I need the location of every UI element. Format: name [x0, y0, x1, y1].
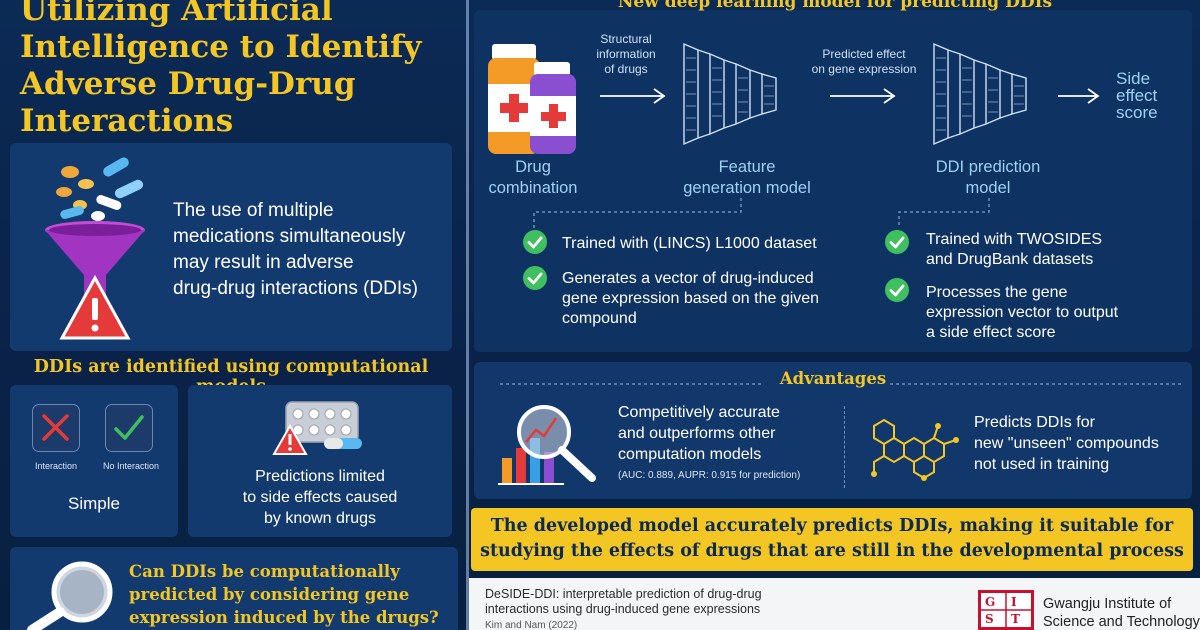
- logo-letter-i: I: [1011, 595, 1017, 609]
- ddi-point-1: Trained with TWOSIDES and DrugBank datas…: [926, 231, 1103, 268]
- no-interaction-label: No Interaction: [102, 461, 160, 471]
- conclusion-text: The developed model accurately predicts …: [480, 516, 1184, 561]
- simple-label: Simple: [68, 494, 120, 513]
- pills-funnel-icon: [45, 157, 145, 340]
- cross-icon: [42, 414, 69, 441]
- arrow-right-icon: [1058, 88, 1100, 104]
- pill-blister-icon: [272, 401, 362, 455]
- magnifier-chart-icon: [498, 405, 596, 485]
- check-icon: [114, 415, 144, 440]
- arrow-right-icon: [830, 88, 896, 104]
- logo-letter-t: T: [1011, 612, 1020, 626]
- main-title: Utilizing Artificial Intelligence to Ide…: [20, 0, 422, 139]
- arrow-right-icon: [600, 88, 666, 104]
- check-icon: [523, 266, 547, 290]
- interaction-label: Interaction: [34, 461, 78, 471]
- ddi-model-label: DDI prediction model: [935, 158, 1041, 197]
- institute-name: Gwangju Institute of Science and Technol…: [1043, 596, 1200, 630]
- question-text: Can DDIs be computationally predicted by…: [129, 562, 439, 627]
- reference-authors: Kim and Nam (2022): [485, 620, 578, 630]
- structural-info-caption: Structural information of drugs: [596, 32, 656, 76]
- advantage-2-text: Predicts DDIs for new "unseen" compounds…: [974, 414, 1159, 473]
- drug-combination-label: Drug combination: [488, 158, 578, 197]
- predicted-effect-caption: Predicted effect on gene expression: [811, 47, 917, 76]
- no-interaction-tile: [105, 404, 153, 452]
- advantages-rule: [500, 383, 1182, 385]
- neural-network-icon: [683, 42, 777, 146]
- advantage-1-text: Competitively accurate and outperforms o…: [618, 404, 780, 463]
- gist-logo: G I S T: [978, 590, 1034, 630]
- advantages-separator: [844, 406, 845, 488]
- feature-point-2: Generates a vector of drug-induced gene …: [562, 270, 820, 327]
- neural-network-icon: [933, 42, 1027, 146]
- interaction-tile: [32, 404, 80, 452]
- reference-title: DeSIDE-DDI: interpretable prediction of …: [485, 587, 762, 616]
- feature-point-1: Trained with (LINCS) L1000 dataset: [562, 235, 817, 252]
- feature-model-label: Feature generation model: [683, 158, 811, 197]
- logo-letter-g: G: [985, 595, 995, 609]
- advantages-heading: Advantages: [779, 369, 887, 388]
- footer: [469, 578, 1200, 630]
- ddi-point-2: Processes the gene expression vector to …: [926, 284, 1119, 341]
- molecule-icon: [871, 418, 959, 481]
- model-heading: New deep learning model for predicting D…: [617, 0, 1053, 12]
- check-icon: [523, 230, 547, 254]
- intro-text: The use of multiple medications simultan…: [173, 200, 418, 299]
- check-icon: [885, 278, 909, 302]
- check-icon: [885, 230, 909, 254]
- drug-bottles-icon: [488, 44, 576, 154]
- model-panel: [474, 10, 1192, 352]
- conclusion-banner: [471, 508, 1193, 571]
- connector-lines: [533, 198, 990, 228]
- column-divider: [466, 0, 469, 630]
- magnifier-icon: [27, 561, 113, 630]
- logo-letter-s: S: [985, 612, 994, 626]
- limited-text: Predictions limited to side effects caus…: [242, 468, 398, 527]
- side-effect-score-label: Side effect score: [1116, 69, 1158, 122]
- advantage-1-metrics: (AUC: 0.889, AUPR: 0.915 for prediction): [618, 470, 801, 481]
